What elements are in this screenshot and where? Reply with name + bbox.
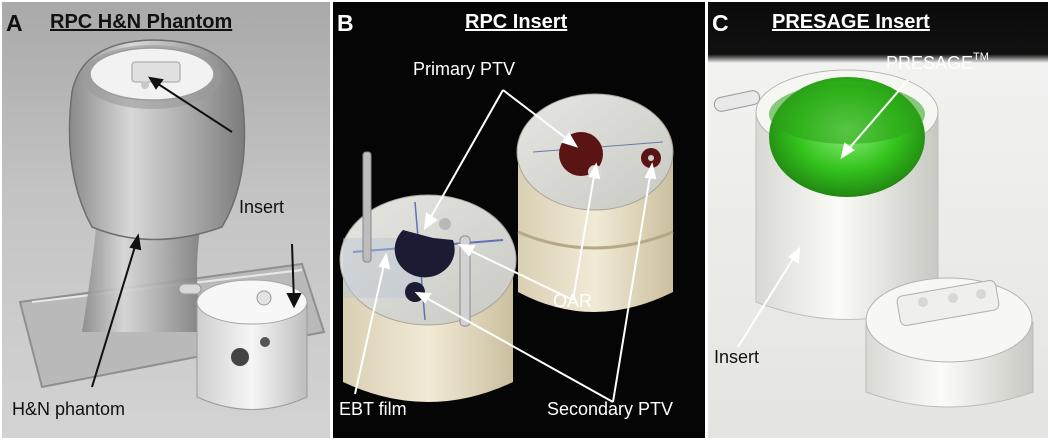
panel-a-photo	[2, 2, 330, 438]
panel-b-label-secondary-ptv: Secondary PTV	[547, 399, 674, 419]
phantom-neck	[82, 217, 202, 332]
panel-c-label-presage-text: PRESAGE	[886, 53, 974, 73]
panel-b: B RPC Insert Primary PTV OAR EBT film Se…	[333, 2, 705, 438]
panel-b-label-oar: OAR	[553, 291, 593, 311]
panel-c-title: PRESAGE Insert	[772, 11, 930, 33]
panel-a-label-insert: Insert	[239, 197, 285, 217]
panel-c-label-insert: Insert	[714, 347, 760, 367]
panel-c-letter: C	[712, 10, 729, 36]
panel-a-label-phantom: H&N phantom	[12, 399, 126, 419]
panel-c: C PRESAGE Insert PRESAGETM Insert	[708, 2, 1048, 438]
panel-b-title: RPC Insert	[465, 11, 568, 33]
panel-b-photo	[333, 2, 705, 438]
panel-a-letter: A	[6, 10, 23, 36]
panel-a-title: RPC H&N Phantom	[50, 11, 233, 33]
rod-left	[362, 151, 372, 263]
panel-b-label-primary-ptv: Primary PTV	[413, 59, 516, 79]
panel-b-letter: B	[337, 10, 354, 36]
trademark-mark: TM	[973, 51, 989, 63]
left-primary-ptv	[394, 230, 455, 278]
panel-b-label-ebt-film: EBT film	[339, 399, 407, 419]
panel-c-photo	[708, 2, 1048, 438]
rod-middle	[459, 235, 471, 327]
presage-insert-tube	[713, 90, 761, 112]
panel-c-label-presage: PRESAGETM	[886, 51, 989, 73]
loose-insert	[196, 301, 308, 410]
panel-a: A RPC H&N Phantom Insert H&N phantom	[2, 2, 330, 438]
